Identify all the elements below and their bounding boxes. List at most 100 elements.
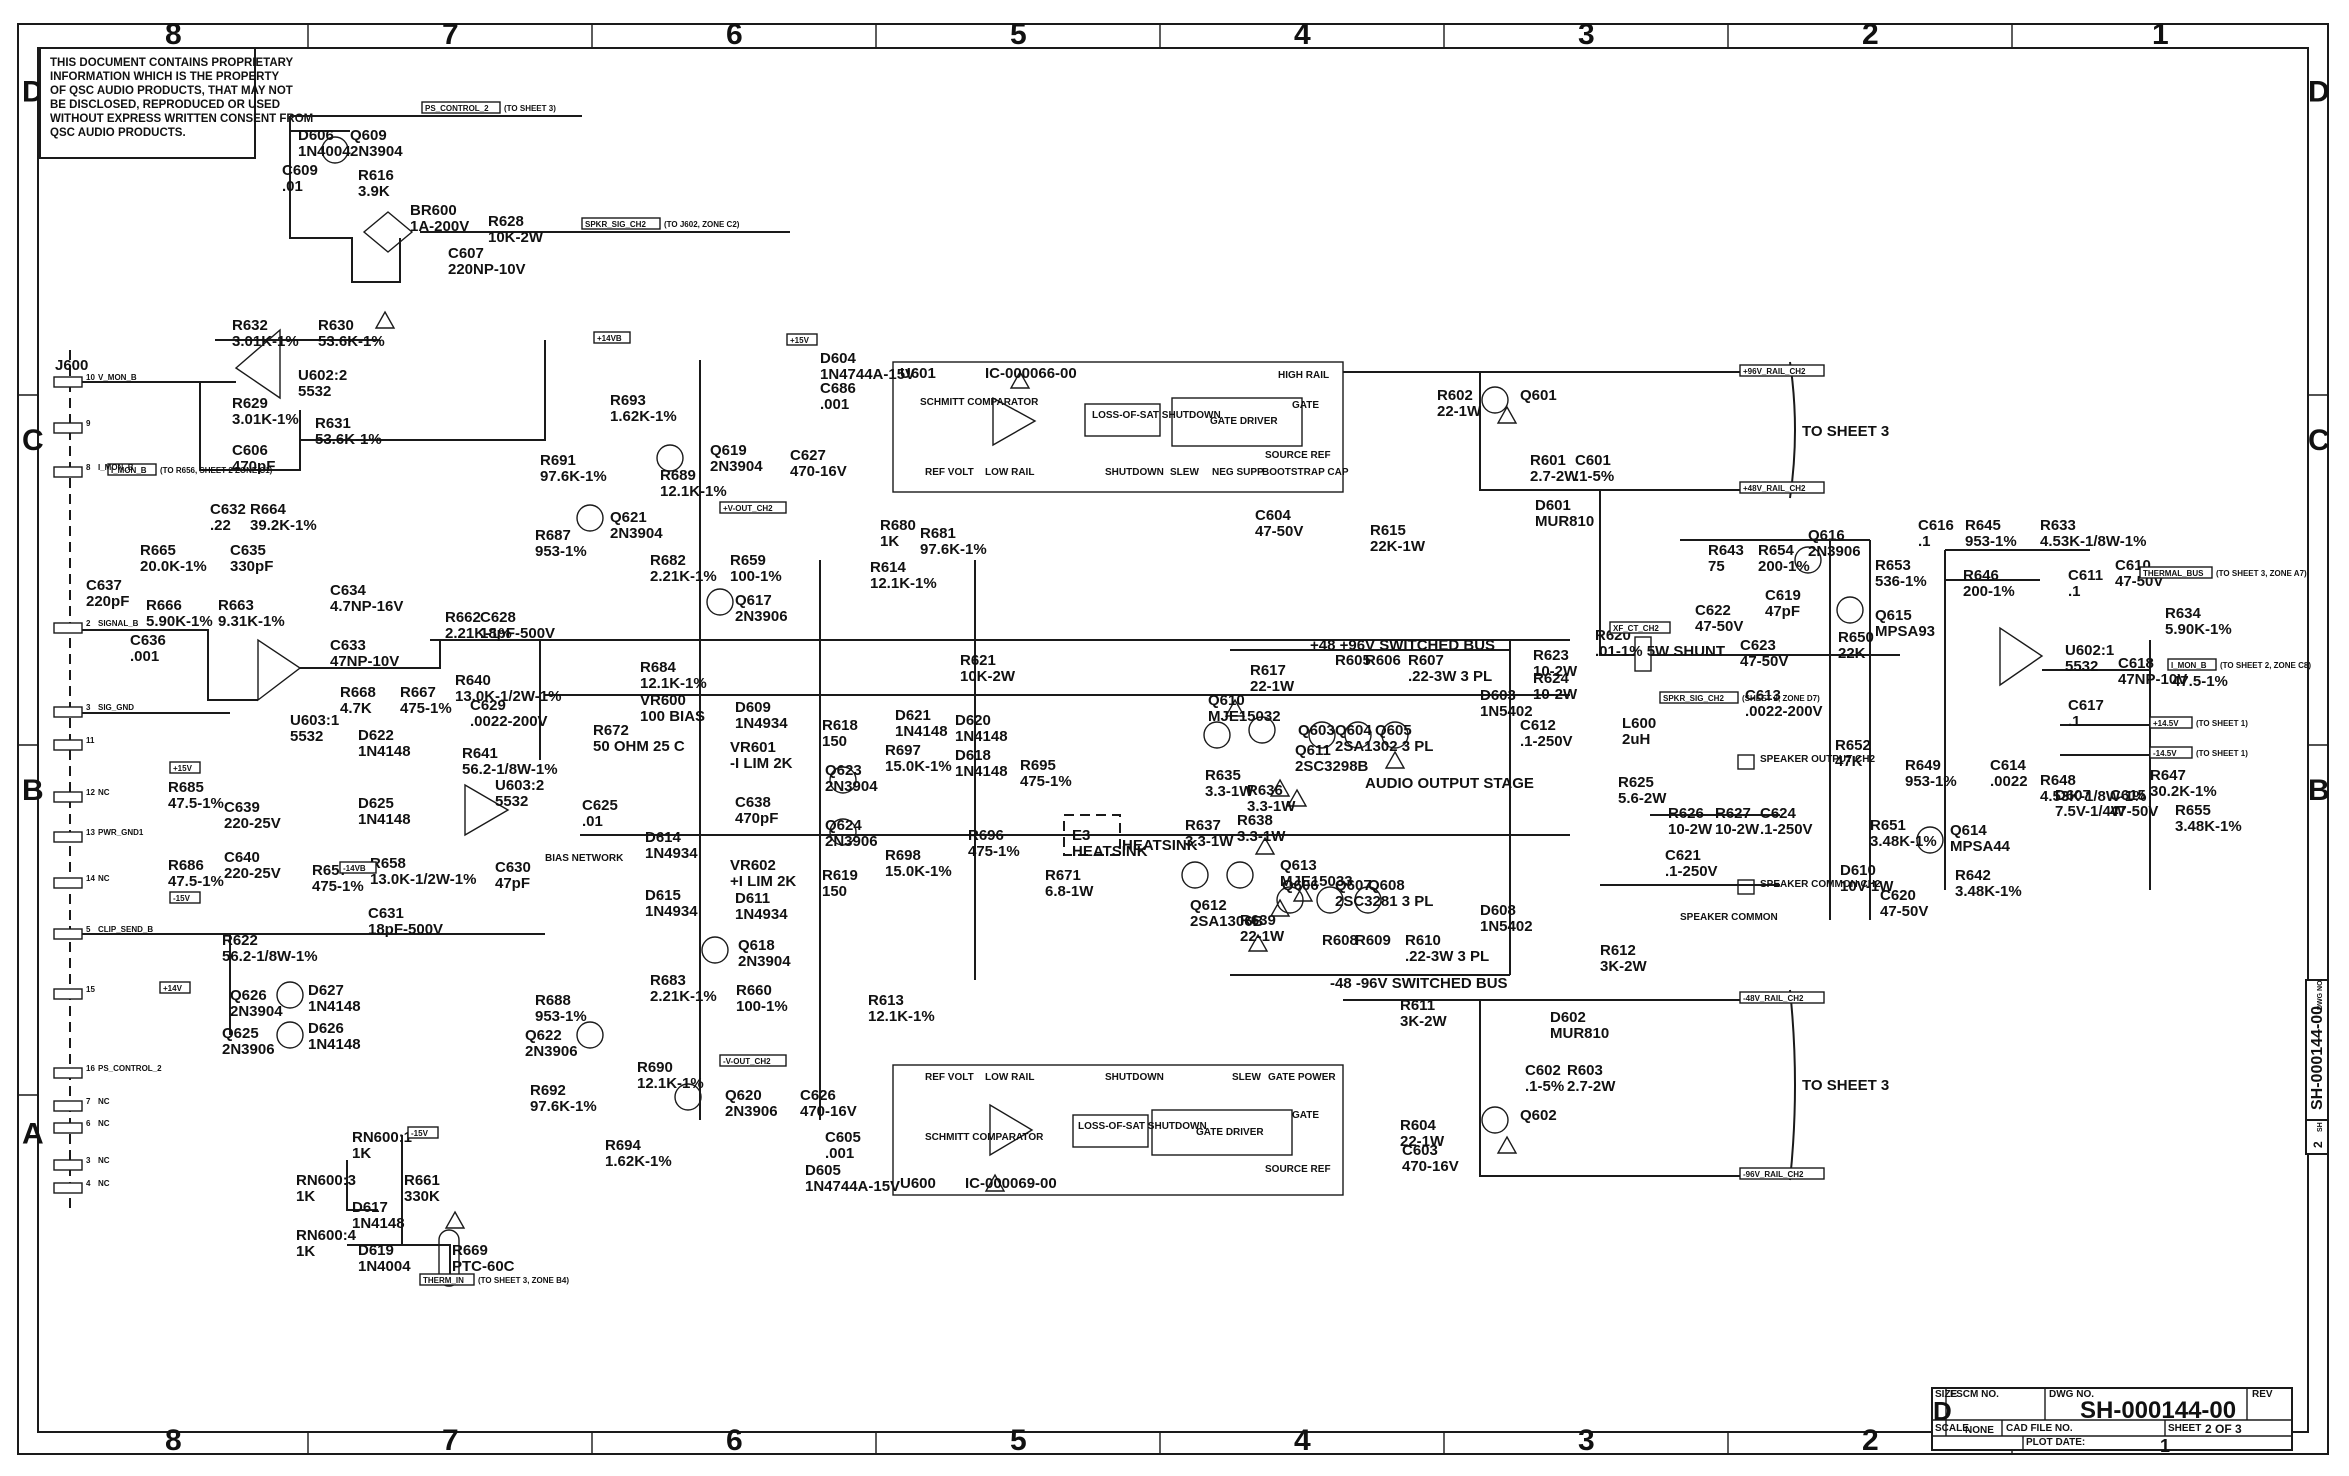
title-block: SIZE D FSCM NO. DWG NO. SH-000144-00 REV…: [1931, 1387, 2293, 1456]
component-value: .01: [582, 813, 603, 830]
component-value: 13.0K-1/2W-1%: [370, 871, 476, 888]
ic-u601-loss-of-sat-label: LOSS-OF-SAT SHUTDOWN: [1092, 410, 1221, 421]
component-ref: R639: [1240, 912, 1276, 929]
component-value: 475-1%: [400, 700, 452, 717]
component-ref: R617: [1250, 662, 1286, 679]
component-value: 56.2-1/8W-1%: [462, 761, 558, 778]
component-ref: R630: [318, 317, 354, 334]
heatsink-label: HEATSINK: [1122, 837, 1198, 854]
side-sheet-number: 2: [2311, 1141, 2325, 1148]
component-value: 3.01K-1%: [232, 411, 299, 428]
component-ref: C612: [1520, 717, 1556, 734]
plot-value: 1: [2160, 1436, 2170, 1456]
transistor-symbol: [1794, 546, 1822, 574]
component-ref: R672: [593, 722, 629, 739]
net-flag-name: -14.5V: [2153, 749, 2177, 758]
jack-j602: [1737, 754, 1755, 770]
warning-icon: [1269, 898, 1291, 917]
component-ref: D614: [645, 829, 682, 846]
component-ref: R683: [650, 972, 686, 989]
component-ref: R610: [1405, 932, 1441, 949]
component-ref: R629: [232, 395, 268, 412]
bias-network-label: BIAS NETWORK: [545, 853, 624, 864]
zone-bottom-3: 3: [1578, 1424, 1595, 1457]
component-value: 2SA1302 3 PL: [1335, 738, 1433, 755]
component-ref: C604: [1255, 507, 1292, 524]
component-ref: Q624: [825, 817, 862, 834]
zone-left-B: B: [22, 774, 44, 807]
component-ref: R680: [880, 517, 916, 534]
ic-u601-pin-ref-volt: REF VOLT: [925, 467, 974, 478]
component-ref: Q620: [725, 1087, 762, 1104]
j600-pin-net: PS_CONTROL_2: [98, 1064, 162, 1073]
component-value: .22-3W 3 PL: [1405, 948, 1489, 965]
component-value: 330K: [404, 1188, 440, 1205]
net-flag--15v: -15V: [407, 1126, 439, 1139]
component-value: 2N3906: [825, 833, 878, 850]
component-value: 56.2-1/8W-1%: [222, 948, 318, 965]
component-value: 2SC3281 3 PL: [1335, 893, 1433, 910]
component-ref: C603: [1402, 1142, 1438, 1159]
j600-pin-net: NC: [98, 1179, 110, 1188]
component-ref: D605: [805, 1162, 841, 1179]
component-value: 5.90K-1%: [146, 613, 213, 630]
fscm-label: FSCM NO.: [1950, 1389, 1999, 1400]
component-ref: R667: [400, 684, 436, 701]
component-value: 536-1%: [1875, 573, 1927, 590]
component-value: 22-1W: [1240, 928, 1285, 945]
component-value: 4.53K-1/8W-1%: [2040, 788, 2146, 805]
component-value: 5532: [290, 728, 323, 745]
component-value: 47NP-10V: [330, 653, 399, 670]
component-ref: R642: [1955, 867, 1991, 884]
transistor-symbol: [1354, 886, 1382, 914]
ic-u600-gate-driver-label: GATE DRIVER: [1196, 1127, 1264, 1138]
component-c602: C602.1-5%: [1525, 1062, 1564, 1095]
component-value: 200-1%: [1758, 558, 1810, 575]
component-value: 3.3-1W: [1185, 833, 1234, 850]
component-ref: BR600: [410, 202, 457, 219]
j600-pin: 11: [53, 736, 95, 751]
component-ref: D601: [1535, 497, 1571, 514]
component-ref: D621: [895, 707, 931, 724]
j600-pin-number: 3: [86, 703, 91, 712]
component-value: 1N4148: [308, 1036, 361, 1053]
j600-pin: 15: [53, 985, 95, 1000]
component-value: 2N3906: [525, 1043, 578, 1060]
component-ref: R633: [2040, 517, 2076, 534]
component-value: .01: [282, 178, 303, 195]
warning-icon: [1254, 836, 1276, 855]
component-value: 1N4934: [645, 845, 698, 862]
component-value: .22: [210, 517, 231, 534]
component-ref: R607: [1408, 652, 1444, 669]
component-value: 15.0K-1%: [885, 863, 952, 880]
component-value: 470-16V: [790, 463, 847, 480]
transistor-symbol: [1276, 886, 1304, 914]
net-flag-note: (TO SHEET 3, ZONE B4): [478, 1276, 569, 1285]
component-value: 1N5402: [1480, 918, 1533, 935]
component-ref: R662: [445, 609, 481, 626]
net-flag-spkr-sig-ch2: SPKR_SIG_CH2(TO J602, ZONE C2): [581, 217, 740, 230]
ic-u601-pin-slew: SLEW: [1170, 467, 1199, 478]
j600-pin-net: NC: [98, 788, 110, 797]
